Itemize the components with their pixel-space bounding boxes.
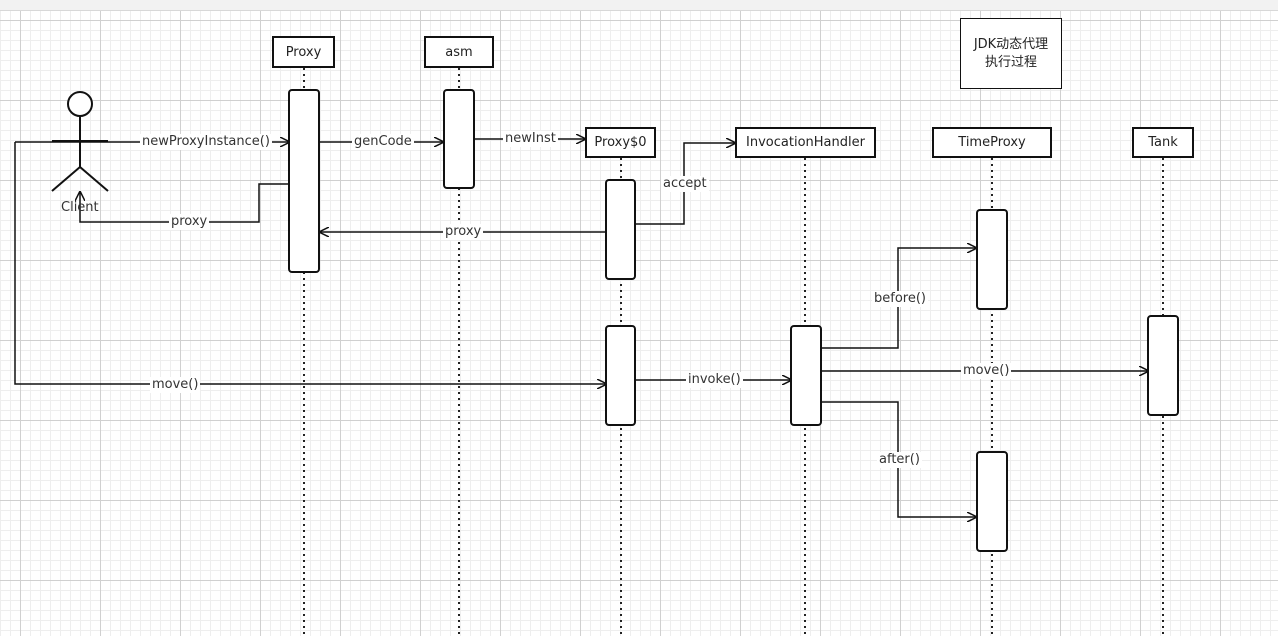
participant-proxy-label: Proxy: [285, 44, 322, 60]
arrow-proxy-to-client: [80, 183, 289, 223]
label-before: before(): [872, 291, 928, 307]
participant-tank-label: Tank: [1148, 135, 1178, 150]
canvas-top-strip: [0, 0, 1278, 11]
note-line-2: 执行过程: [984, 54, 1037, 70]
activation-proxy0-create: [605, 179, 636, 280]
participant-asm-label: asm: [445, 44, 473, 60]
participant-invocation-handler-label: InvocationHandler: [746, 135, 865, 150]
diagram-title-note[interactable]: JDK动态代理 执行过程: [960, 18, 1062, 89]
activation-proxy0-move: [605, 325, 636, 426]
activation-invocation-handler: [790, 325, 822, 426]
participant-proxy[interactable]: Proxy: [272, 36, 335, 68]
activation-time-proxy-after: [976, 451, 1008, 552]
participant-time-proxy-label: TimeProxy: [958, 135, 1026, 150]
activation-proxy: [288, 89, 320, 273]
arrow-move-client: [14, 142, 606, 384]
participant-time-proxy[interactable]: TimeProxy: [932, 127, 1052, 158]
participant-invocation-handler[interactable]: InvocationHandler: [735, 127, 876, 158]
label-gen-code: genCode: [352, 134, 414, 150]
activation-asm: [443, 89, 475, 189]
note-line-1: JDK动态代理: [973, 36, 1049, 52]
label-accept: accept: [661, 176, 709, 192]
label-new-proxy-instance: newProxyInstance(): [140, 134, 272, 150]
participant-proxy0-label: Proxy$0: [594, 135, 647, 150]
label-proxy-return: proxy: [443, 224, 484, 240]
label-move-client: move(): [150, 377, 201, 393]
label-move-tank: move(): [961, 363, 1012, 379]
label-new-inst: newInst: [503, 131, 558, 147]
label-after: after(): [877, 452, 922, 468]
activation-tank: [1147, 315, 1179, 416]
client-label: Client: [61, 200, 99, 215]
activation-time-proxy-before: [976, 209, 1008, 310]
label-invoke: invoke(): [686, 372, 743, 388]
participant-asm[interactable]: asm: [424, 36, 494, 68]
participant-tank[interactable]: Tank: [1132, 127, 1194, 158]
label-proxy-to-client: proxy: [169, 214, 210, 230]
participant-proxy0[interactable]: Proxy$0: [585, 127, 656, 158]
